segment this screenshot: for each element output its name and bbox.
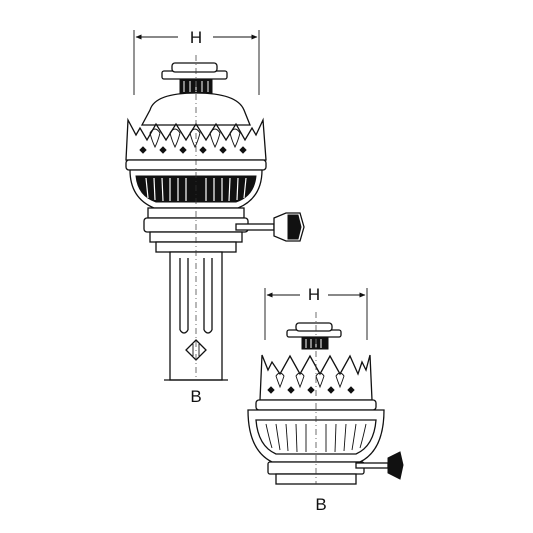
- dimension-label-h-top: H: [190, 28, 202, 47]
- wick-tube: [164, 251, 228, 381]
- burner-with-tube: H: [125, 28, 305, 406]
- dimension-label-b-top: B: [190, 387, 201, 406]
- gallery-dome: [125, 92, 267, 171]
- gallery-ornament: [139, 128, 247, 154]
- burner-compact: H: [247, 285, 404, 514]
- wick-knob: [235, 212, 305, 242]
- gallery-ornament-bottom: [267, 372, 355, 394]
- dimension-label-h-bottom: H: [308, 285, 320, 304]
- dimension-label-b-bottom: B: [315, 495, 326, 514]
- wick-knob-bottom: [355, 451, 404, 480]
- flame-spreader-cap: [161, 62, 228, 94]
- flame-spreader-cap-bottom: [286, 322, 342, 350]
- dimension-h-top: H: [133, 28, 260, 95]
- dimension-h-bottom: H: [264, 285, 368, 340]
